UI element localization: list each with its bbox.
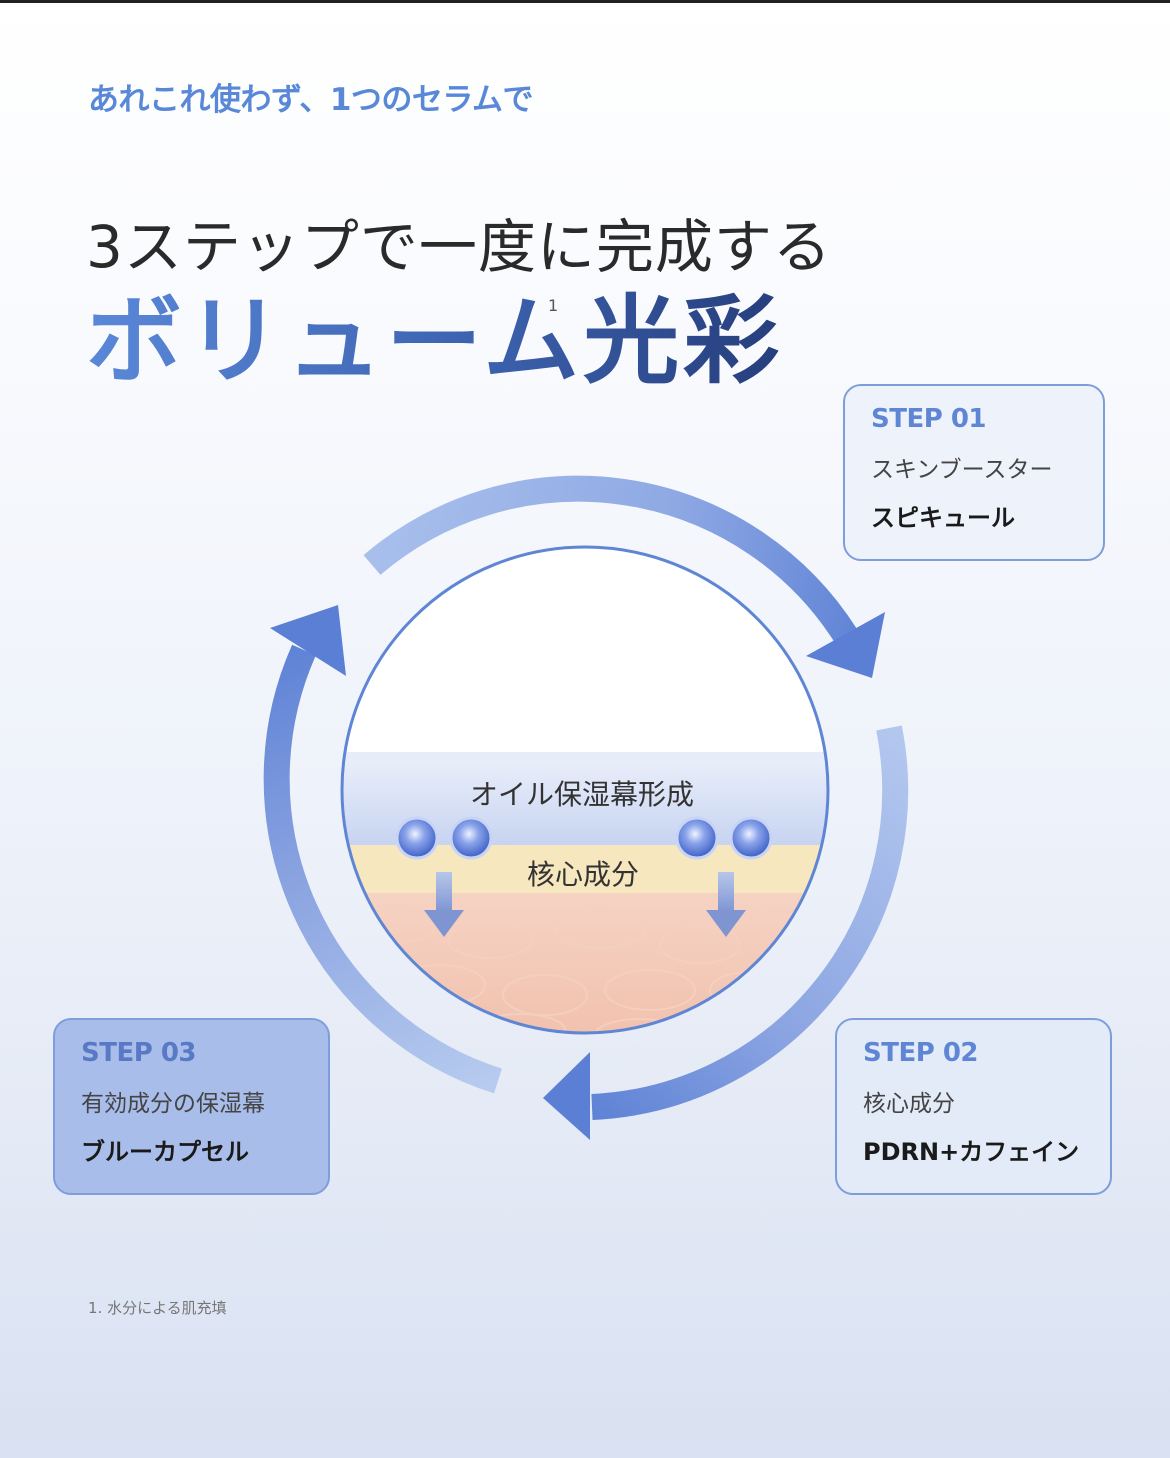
step-description: 核心成分 bbox=[863, 1091, 955, 1117]
step-02-card: STEP 02 核心成分 PDRN+カフェイン bbox=[835, 1018, 1112, 1195]
step-description: 有効成分の保湿幕 bbox=[81, 1091, 265, 1117]
step-number: STEP 01 bbox=[871, 404, 987, 434]
title-superscript: 1 bbox=[548, 296, 559, 315]
capsule-icon bbox=[449, 816, 493, 860]
step-name: PDRN+カフェイン bbox=[863, 1138, 1080, 1166]
core-layer-label: 核心成分 bbox=[527, 858, 640, 891]
capsule-icon-group bbox=[395, 816, 773, 860]
down-arrow-icon-left bbox=[424, 872, 464, 937]
step-name: ブルーカプセル bbox=[81, 1138, 249, 1166]
step-number: STEP 02 bbox=[863, 1038, 979, 1068]
page-title: ボリューム光彩 bbox=[86, 285, 784, 397]
top-border bbox=[0, 0, 1170, 3]
step-description: スキンブースター bbox=[871, 457, 1053, 483]
capsule-icon bbox=[675, 816, 719, 860]
capsule-icon bbox=[395, 816, 439, 860]
headline: 3ステップで一度に完成する bbox=[86, 213, 832, 281]
footnote: 1. 水分による肌充填 bbox=[88, 1299, 227, 1317]
capsule-icon bbox=[729, 816, 773, 860]
down-arrow-icon-right bbox=[706, 872, 746, 937]
oil-layer-label: オイル保湿幕形成 bbox=[470, 778, 695, 811]
title-group: ボリューム光彩 1 bbox=[86, 286, 783, 396]
cycle-arrow-icon-3 bbox=[263, 605, 502, 1094]
cycle-arrow-icon-2 bbox=[543, 725, 909, 1140]
subtitle: あれこれ使わず、1つのセラムで bbox=[88, 82, 533, 118]
skin-layer-circle bbox=[340, 545, 830, 1035]
step-name: スピキュール bbox=[871, 504, 1015, 532]
step-03-card: STEP 03 有効成分の保湿幕 ブルーカプセル bbox=[53, 1018, 330, 1195]
cycle-arrow-icon-1 bbox=[363, 475, 885, 678]
step-01-card: STEP 01 スキンブースター スピキュール bbox=[843, 384, 1105, 561]
step-number: STEP 03 bbox=[81, 1038, 197, 1068]
